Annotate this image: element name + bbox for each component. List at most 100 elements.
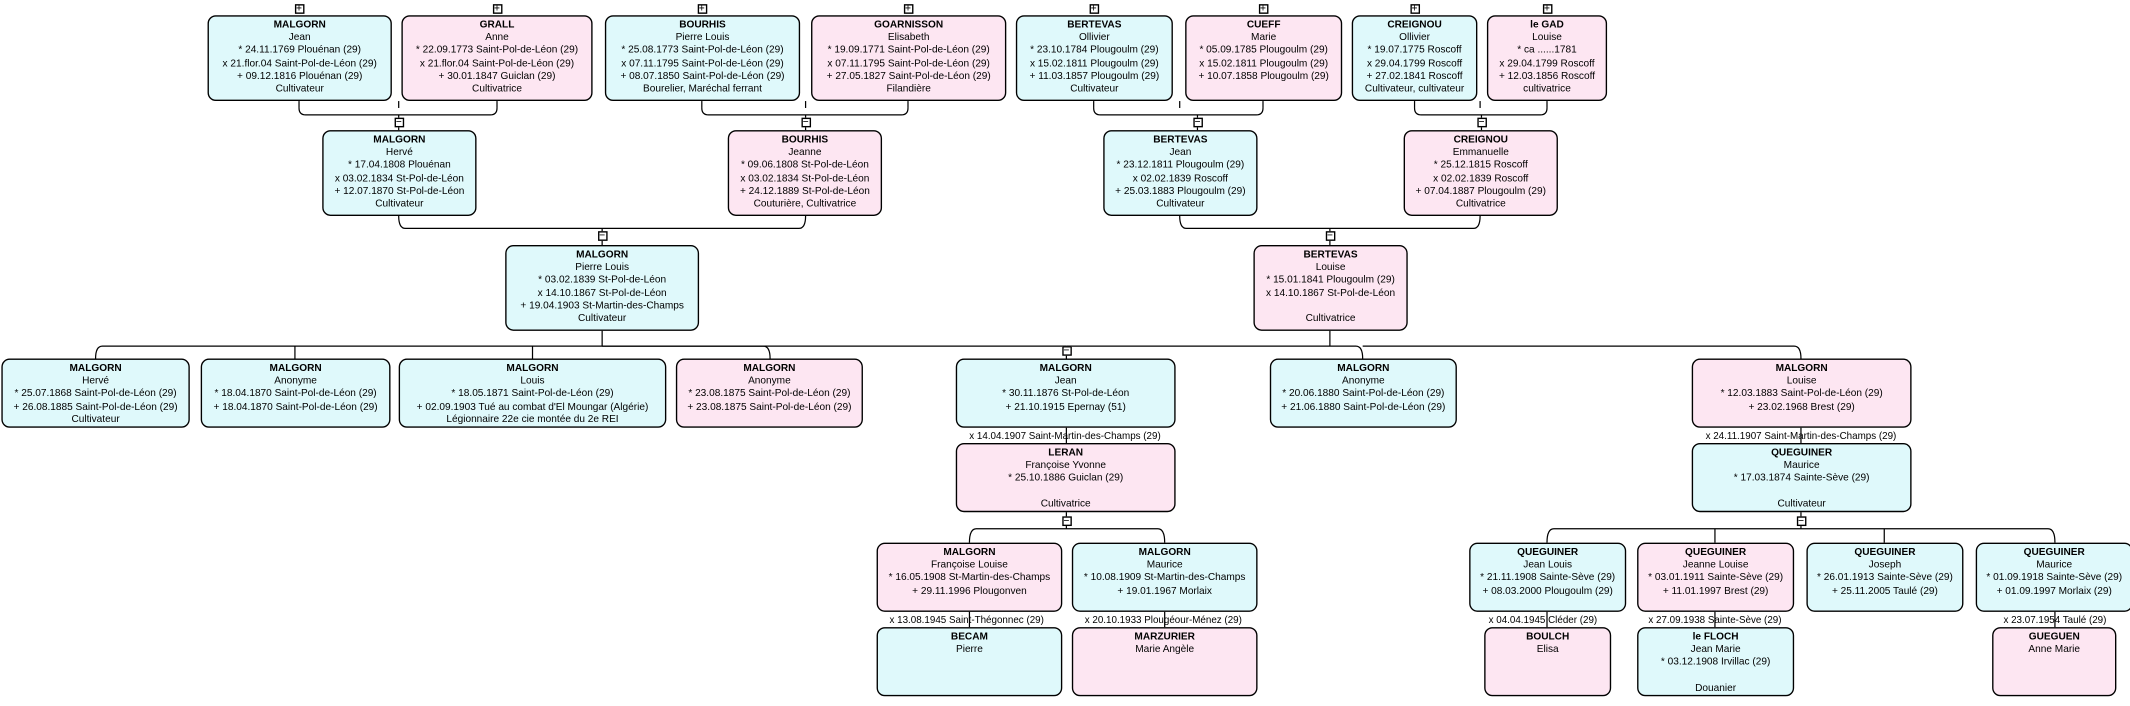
person-given-name: Maurice: [1146, 558, 1183, 571]
person-detail-line: x 15.02.1811 Plougoulm (29): [1199, 56, 1329, 69]
person-surname: QUEGUINER: [1685, 545, 1747, 558]
person-given-name: Pierre Louis: [675, 30, 730, 44]
collapse-branch-button[interactable]: −: [1796, 514, 1806, 526]
person-detail-line: * 25.10.1886 Guiclan (29): [1008, 471, 1124, 484]
person-detail-line: * 17.04.1808 Plouénan: [348, 158, 451, 171]
marriage-label: x 27.09.1938 Sainte-Sève (29): [1648, 612, 1782, 626]
person-surname: le FLOCH: [1692, 629, 1739, 643]
person-detail-line: Cultivateur: [1070, 81, 1119, 95]
person-detail-line: [1255, 299, 1407, 312]
person-detail-line: * 25.07.1868 Saint-Pol-de-Léon (29): [14, 386, 177, 400]
collapse-branch-button[interactable]: −: [1061, 514, 1072, 526]
person-surname: QUEGUINER: [1517, 545, 1579, 558]
person-given-name: Hervé: [82, 374, 110, 387]
person-detail-line: + 12.03.1856 Roscoff: [1498, 68, 1596, 82]
person-given-name: Ollivier: [1078, 30, 1110, 44]
person-given-name: Pierre Louis: [575, 260, 630, 273]
person-detail-line: * 19.09.1771 Saint-Pol-de-Léon (29): [827, 43, 990, 56]
collapse-branch-button[interactable]: −: [1192, 115, 1203, 127]
person-detail-line: + 24.12.1889 St-Pol-de-Léon: [739, 183, 870, 197]
person-detail-line: x 15.02.1811 Plougoulm (29): [1029, 56, 1159, 69]
expand-ancestors-button[interactable]: +: [1258, 2, 1268, 14]
collapse-branch-button[interactable]: −: [800, 115, 811, 127]
marriage-label: x 13.08.1945 Saint-Thégonnec (29): [889, 612, 1044, 626]
connector-curve: [1546, 528, 2056, 543]
expand-ancestors-button[interactable]: +: [492, 2, 502, 14]
expand-ancestors-button[interactable]: +: [1542, 2, 1552, 14]
person-detail-line: + 07.04.1887 Plougoulm (29): [1415, 183, 1546, 197]
person-detail-line: Couturière, Cultivatrice: [753, 196, 857, 210]
person-detail-line: * 23.10.1784 Plougoulm (29): [1030, 43, 1159, 56]
person-given-name: Jean: [1169, 145, 1192, 159]
person-given-name: Louise: [1532, 30, 1562, 44]
person-given-name: Françoise Yvonne: [1025, 458, 1106, 471]
collapse-branch-button[interactable]: −: [1061, 343, 1072, 356]
person-detail-line: x 03.02.1834 St-Pol-de-Léon: [740, 171, 870, 184]
person-detail-line: + 19.01.1967 Morlaix: [1117, 583, 1212, 597]
person-detail-line: Cultivateur: [275, 81, 324, 95]
person-detail-line: + 10.07.1858 Plougoulm (29): [1198, 68, 1329, 82]
person-detail-line: + 12.07.1870 St-Pol-de-Léon: [334, 183, 465, 197]
expand-ancestors-button[interactable]: +: [903, 2, 913, 14]
person-surname: QUEGUINER: [2023, 545, 2085, 558]
expand-ancestors-button[interactable]: +: [697, 2, 707, 14]
collapse-branch-button[interactable]: −: [1325, 229, 1335, 241]
person-detail-line: Légionnaire 22e cie montée du 2e REI: [446, 412, 619, 425]
person-detail-line: + 08.03.2000 Plougoulm (29): [1482, 583, 1613, 597]
person-surname: MALGORN: [1337, 361, 1390, 374]
person-detail-line: Cultivateur, cultivateur: [1364, 81, 1465, 95]
expand-ancestors-button[interactable]: +: [1409, 2, 1420, 14]
person-detail-line: * ca ......1781: [1517, 43, 1577, 56]
collapse-branch-button[interactable]: −: [1476, 115, 1487, 127]
person-given-name: Maurice: [2036, 558, 2073, 571]
person-given-name: Louis: [520, 374, 545, 387]
person-given-name: Louise: [1315, 260, 1346, 273]
person-detail-line: x 07.11.1795 Saint-Pol-de-Léon (29): [827, 56, 990, 69]
connector-curve: [968, 528, 1166, 543]
collapse-branch-button[interactable]: −: [597, 229, 607, 241]
expand-ancestors-button[interactable]: +: [294, 2, 304, 14]
collapse-branch-button[interactable]: −: [393, 115, 404, 127]
person-given-name: Joseph: [1868, 558, 1902, 571]
connector-curve: [94, 345, 771, 359]
person-detail-line: x 29.04.1799 Roscoff: [1366, 56, 1463, 69]
person-surname: MALGORN: [743, 361, 796, 374]
expand-ancestors-button[interactable]: +: [1088, 2, 1099, 14]
person-surname: MARZURIER: [1134, 629, 1195, 643]
